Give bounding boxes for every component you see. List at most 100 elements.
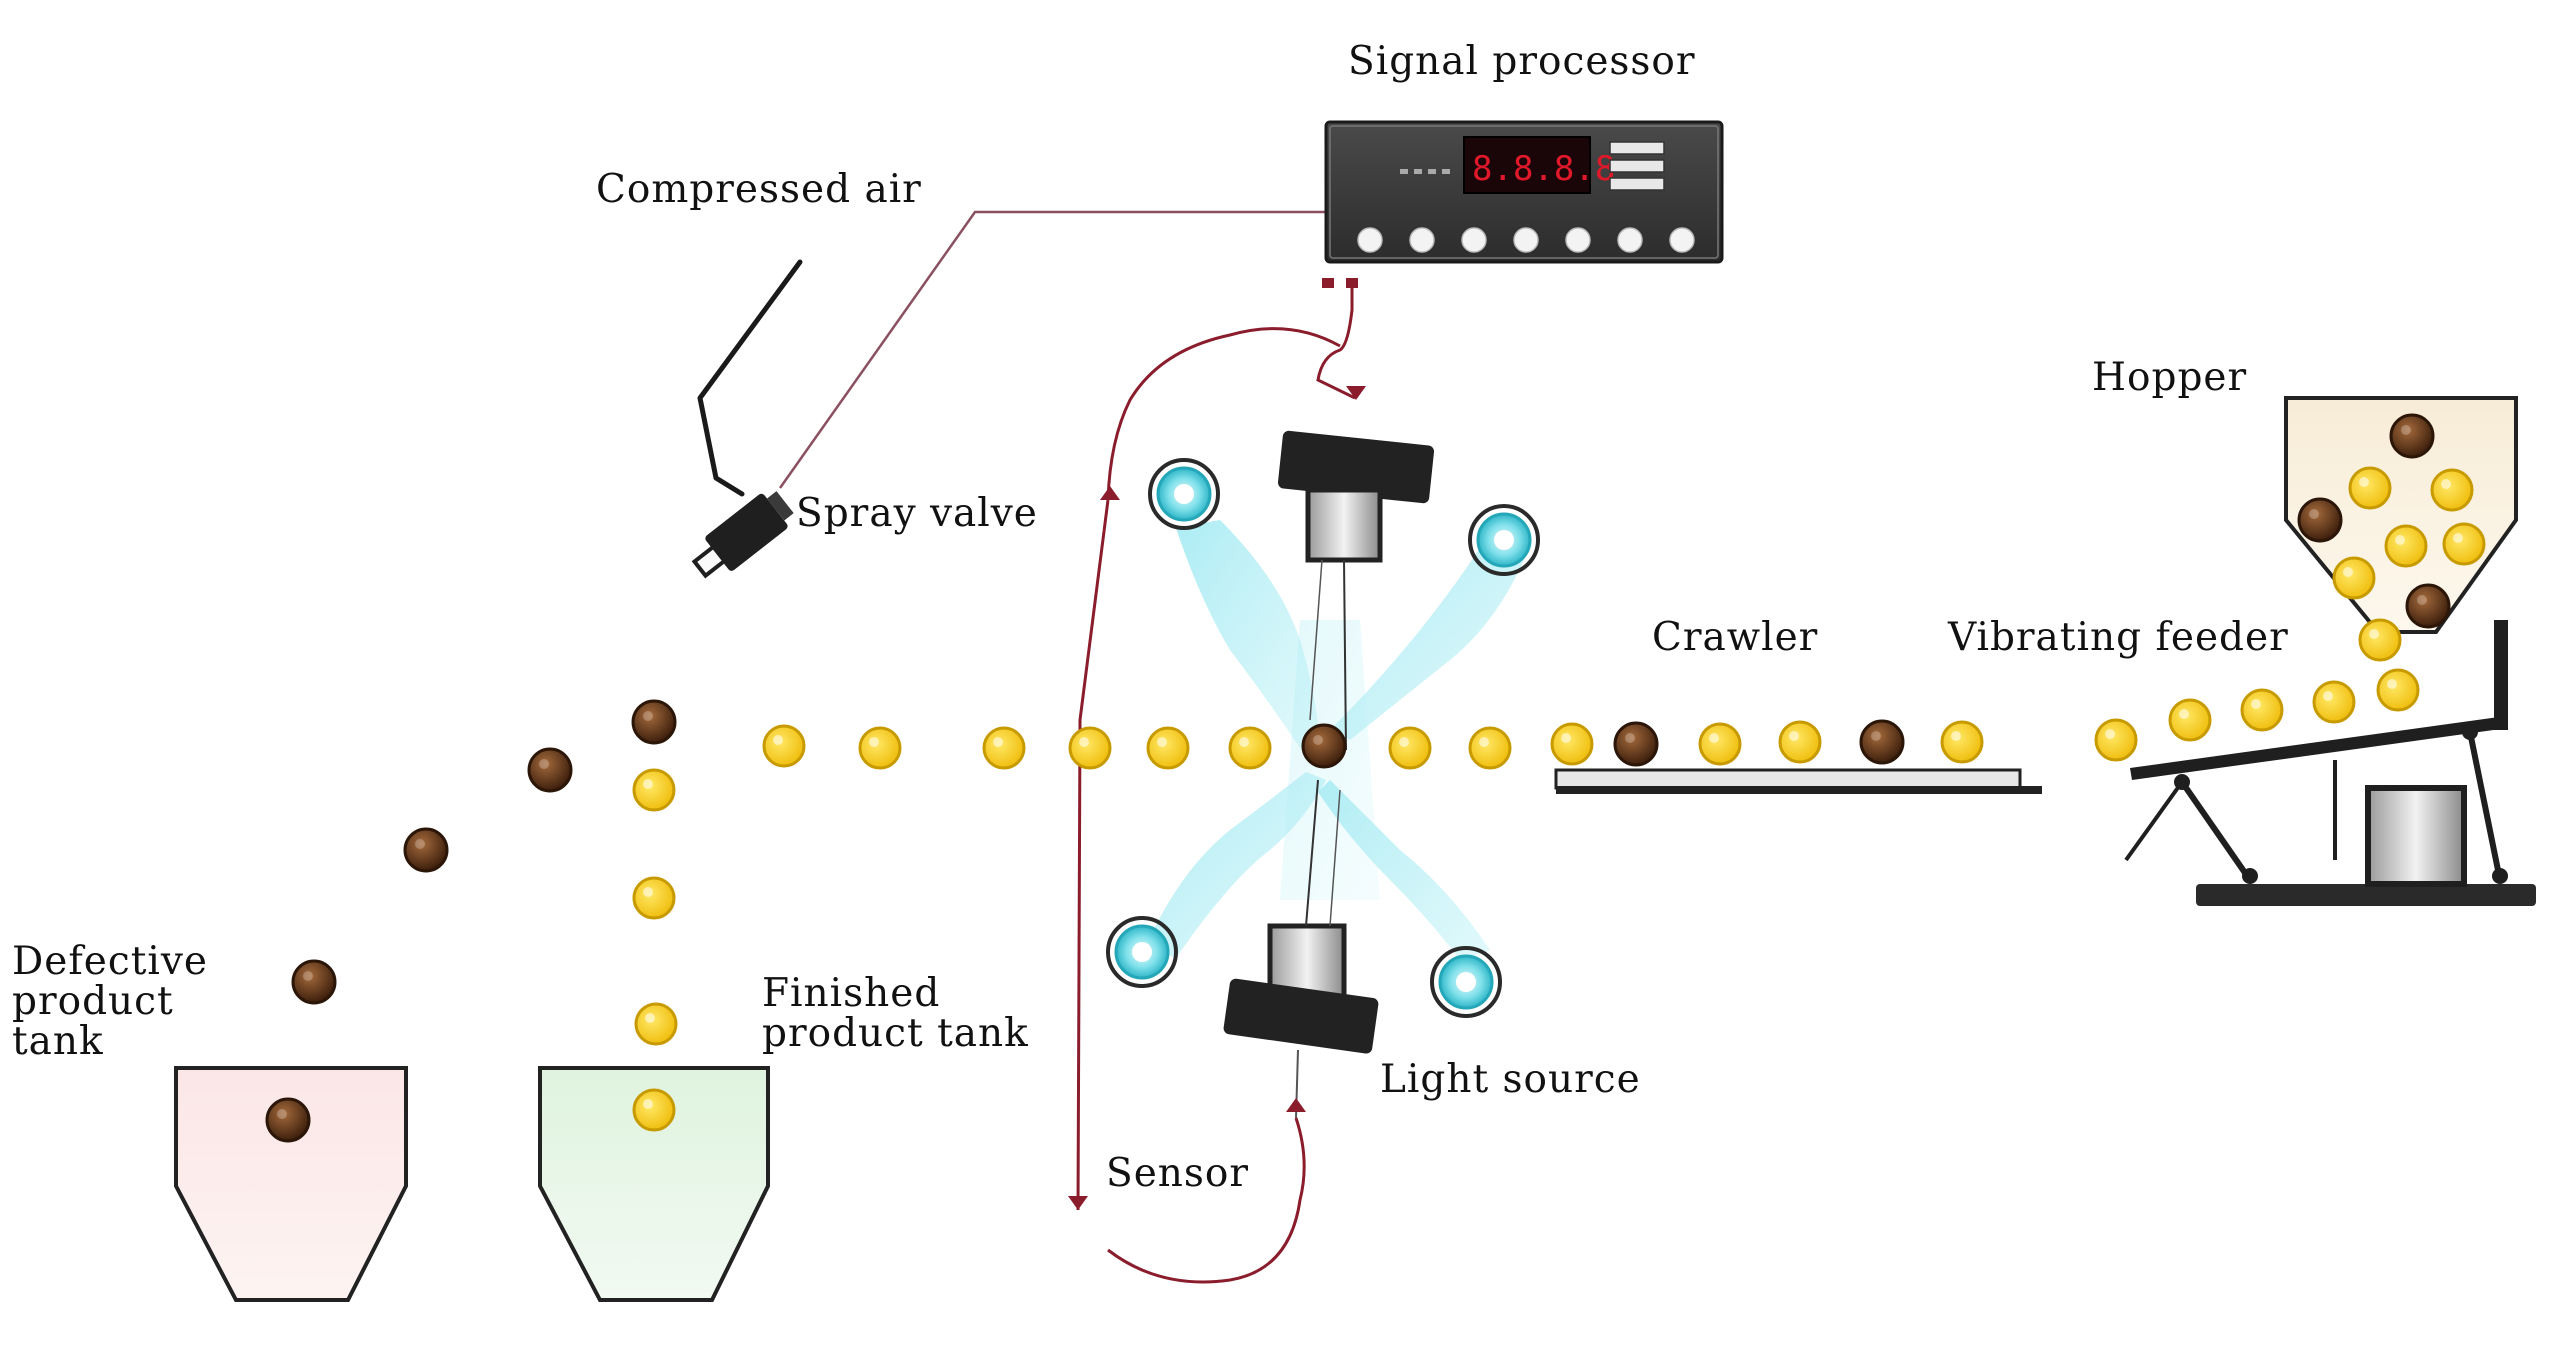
light-source-lower <box>1223 779 1379 1054</box>
pellet-highlight <box>869 737 879 747</box>
sensor-ring-lower-left <box>1106 916 1178 988</box>
pellet-highlight <box>2251 699 2261 709</box>
finished-product-tank <box>538 1066 770 1302</box>
processor-knob <box>1409 227 1435 253</box>
light-source-upper-body <box>1305 487 1383 563</box>
good-product-pellet <box>2312 680 2356 724</box>
label-hopper: Hopper <box>2092 355 2247 400</box>
pellet-highlight <box>1625 733 1635 743</box>
pellet-highlight <box>643 887 653 897</box>
good-product-pellet <box>634 1002 678 1046</box>
processor-knob <box>1617 227 1643 253</box>
good-product-pellet <box>632 876 676 920</box>
defective-product-tank <box>174 1066 408 1302</box>
light-source-upper <box>1277 430 1435 751</box>
good-product-pellet <box>2430 468 2474 512</box>
pellet-highlight <box>773 735 783 745</box>
pellet-highlight <box>2323 691 2333 701</box>
pellet-highlight <box>1561 733 1571 743</box>
processor-display <box>1463 136 1591 194</box>
defective-product-pellet <box>1301 723 1347 769</box>
good-product-pellet <box>2094 718 2138 762</box>
label-light-source: Light source <box>1380 1057 1641 1102</box>
products <box>265 413 2486 1143</box>
feeder-leg <box>2179 780 2253 882</box>
sensor-rings <box>1106 458 1540 1018</box>
processor-knobs <box>1357 227 1695 253</box>
good-product-pellet <box>1068 726 1112 770</box>
pellet-highlight <box>1313 735 1323 745</box>
arrowhead <box>1286 1098 1306 1112</box>
pellet-highlight <box>2401 425 2411 435</box>
wire-loop-left-vertical <box>1076 499 1110 1211</box>
spray-valve-nozzle <box>691 543 728 579</box>
defective-product-pellet <box>631 699 677 745</box>
label-vibrating-feeder: Vibrating feeder <box>1947 615 2289 660</box>
wire-loop-bottom <box>1107 1117 1306 1284</box>
label-defective-tank-line2: product <box>12 979 174 1024</box>
processor-knob <box>1513 227 1539 253</box>
pellet-highlight <box>2359 477 2369 487</box>
diagram-labels: Signal processor Compressed air Spray va… <box>12 39 2289 1196</box>
pellet-highlight <box>2395 535 2405 545</box>
pellet-highlight <box>643 779 653 789</box>
pellet-highlight <box>1951 731 1961 741</box>
processor-knob <box>1669 227 1695 253</box>
good-product-pellet <box>1550 722 1594 766</box>
good-product-pellet <box>2442 522 2486 566</box>
wire-processor-to-spray-valve <box>778 210 1326 489</box>
good-product-pellet <box>1228 726 1272 770</box>
pellet-highlight <box>2441 479 2451 489</box>
crawler-base <box>1556 786 2042 794</box>
defective-product-pellet <box>1613 721 1659 767</box>
pellet-highlight <box>1479 737 1489 747</box>
sensor-ring-upper-left <box>1148 458 1220 530</box>
pellet-highlight <box>1079 737 1089 747</box>
pellet-highlight <box>539 759 549 769</box>
label-sensor: Sensor <box>1106 1151 1249 1196</box>
defective-product-pellet <box>527 747 573 793</box>
good-product-pellet <box>1146 726 1190 770</box>
light-source-upper-head <box>1277 430 1435 504</box>
spray-valve-body <box>705 493 788 571</box>
processor-display-digits: 8.8.8.8 <box>1472 149 1615 189</box>
pellet-highlight <box>277 1109 287 1119</box>
sensor-ring-upper-right <box>1468 504 1540 576</box>
pellet-highlight <box>1709 733 1719 743</box>
pellet-highlight <box>993 737 1003 747</box>
arrowhead <box>1346 386 1366 400</box>
pellet-highlight <box>2343 567 2353 577</box>
feeder-base <box>2196 884 2536 906</box>
processor-knob <box>1565 227 1591 253</box>
compressed-air-tube <box>697 259 803 497</box>
feeder-motor <box>2365 785 2467 887</box>
good-product-pellet <box>2358 618 2402 662</box>
processor-connector <box>1322 278 1358 288</box>
arrowhead <box>1068 1196 1088 1210</box>
label-spray-valve: Spray valve <box>796 491 1038 536</box>
processor-status-leds <box>1400 169 1450 174</box>
spray-valve <box>691 491 794 579</box>
good-product-pellet <box>632 1088 676 1132</box>
light-source-lower-head <box>1223 978 1379 1054</box>
good-product-pellet <box>2332 556 2376 600</box>
good-product-pellet <box>762 724 806 768</box>
good-product-pellet <box>632 768 676 812</box>
good-product-pellet <box>982 726 1026 770</box>
good-product-pellet <box>1468 726 1512 770</box>
defective-product-pellet <box>2297 497 2343 543</box>
pellet-highlight <box>415 839 425 849</box>
wire-processor-to-sensor-loop <box>1316 278 1356 400</box>
pellet-highlight <box>1399 737 1409 747</box>
pellet-highlight <box>2179 709 2189 719</box>
label-defective-tank-line3: tank <box>12 1019 104 1064</box>
wire-arrowheads <box>1068 386 1366 1210</box>
crawler-belt <box>1554 768 2022 790</box>
arrowhead <box>1100 486 1120 500</box>
finished-tank-body <box>538 1066 770 1302</box>
crawler <box>1554 768 2042 794</box>
label-defective-tank-line1: Defective <box>12 939 208 984</box>
label-signal-processor: Signal processor <box>1348 39 1696 84</box>
good-product-pellet <box>858 726 902 770</box>
